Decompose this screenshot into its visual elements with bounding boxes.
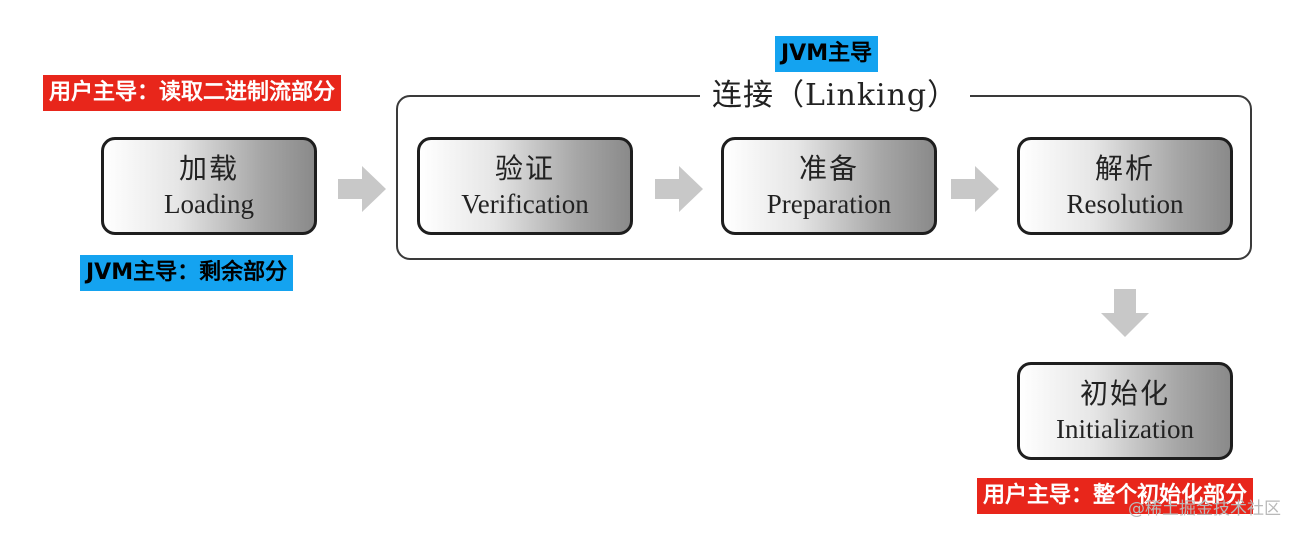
phase-resolution-cn: 解析 xyxy=(1094,152,1155,185)
tag-user-init: 用户主导：整个初始化部分 xyxy=(977,478,1254,514)
arrow-down-icon xyxy=(1101,289,1149,337)
phase-resolution-en: Resolution xyxy=(1066,189,1184,219)
tag-jvm-rest: JVM主导：剩余部分 xyxy=(80,255,294,291)
phase-preparation: 准备 Preparation xyxy=(721,137,937,235)
phase-resolution: 解析 Resolution xyxy=(1017,137,1233,235)
phase-loading-en: Loading xyxy=(164,189,254,219)
arrow-right-icon xyxy=(655,166,703,212)
watermark: @稀土掘金技术社区 xyxy=(1128,499,1281,519)
phase-preparation-en: Preparation xyxy=(766,189,892,219)
phase-initialization-cn: 初始化 xyxy=(1079,377,1170,410)
tag-user-read-binary: 用户主导：读取二进制流部分 xyxy=(43,75,342,111)
tag-jvm-linking: JVM主导 xyxy=(775,36,879,72)
phase-verification-en: Verification xyxy=(461,189,589,219)
phase-loading-cn: 加载 xyxy=(178,152,239,185)
arrow-right-icon xyxy=(338,166,386,212)
phase-initialization: 初始化 Initialization xyxy=(1017,362,1233,460)
phase-preparation-cn: 准备 xyxy=(798,152,859,185)
arrow-right-icon xyxy=(951,166,999,212)
phase-verification: 验证 Verification xyxy=(417,137,633,235)
linking-group-title: 连接（Linking） xyxy=(700,76,971,116)
phase-loading: 加载 Loading xyxy=(101,137,317,235)
phase-initialization-en: Initialization xyxy=(1056,414,1194,444)
phase-verification-cn: 验证 xyxy=(494,152,555,185)
